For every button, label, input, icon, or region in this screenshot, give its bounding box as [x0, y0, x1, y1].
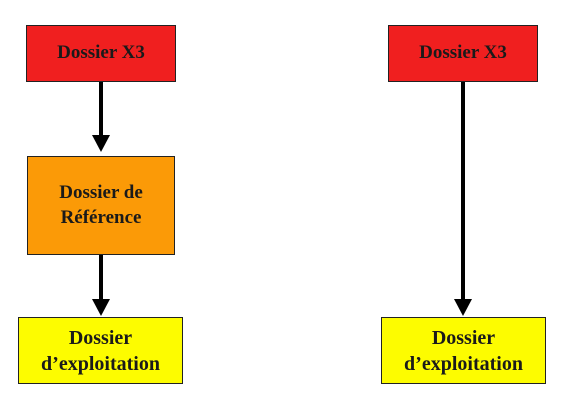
right-dossier-exploitation-line1: Dossier: [431, 326, 496, 349]
left-arrow-1-head-icon: [92, 135, 110, 152]
left-dossier-exploitation-line2: d’exploitation: [41, 352, 160, 375]
left-dossier-reference-line1: Dossier de: [59, 181, 143, 203]
left-arrow-2-head-icon: [92, 299, 110, 316]
right-dossier-exploitation-line2: d’exploitation: [404, 352, 523, 375]
right-arrow-head-icon: [454, 299, 472, 316]
right-dossier-x3-label: Dossier X3: [419, 42, 507, 64]
left-dossier-reference-line2: Référence: [60, 206, 142, 228]
left-dossier-exploitation-line1: Dossier: [68, 326, 133, 349]
right-dossier-x3-box: Dossier X3: [388, 25, 538, 82]
left-arrow-1-shaft: [99, 82, 103, 136]
left-dossier-x3-box: Dossier X3: [26, 25, 176, 82]
right-dossier-exploitation-box: Dossier d’exploitation: [381, 317, 546, 384]
left-dossier-x3-label: Dossier X3: [57, 42, 145, 64]
right-arrow-shaft: [461, 82, 465, 300]
left-dossier-exploitation-box: Dossier d’exploitation: [18, 317, 183, 384]
left-dossier-reference-box: Dossier de Référence: [27, 156, 175, 255]
left-arrow-2-shaft: [99, 255, 103, 300]
